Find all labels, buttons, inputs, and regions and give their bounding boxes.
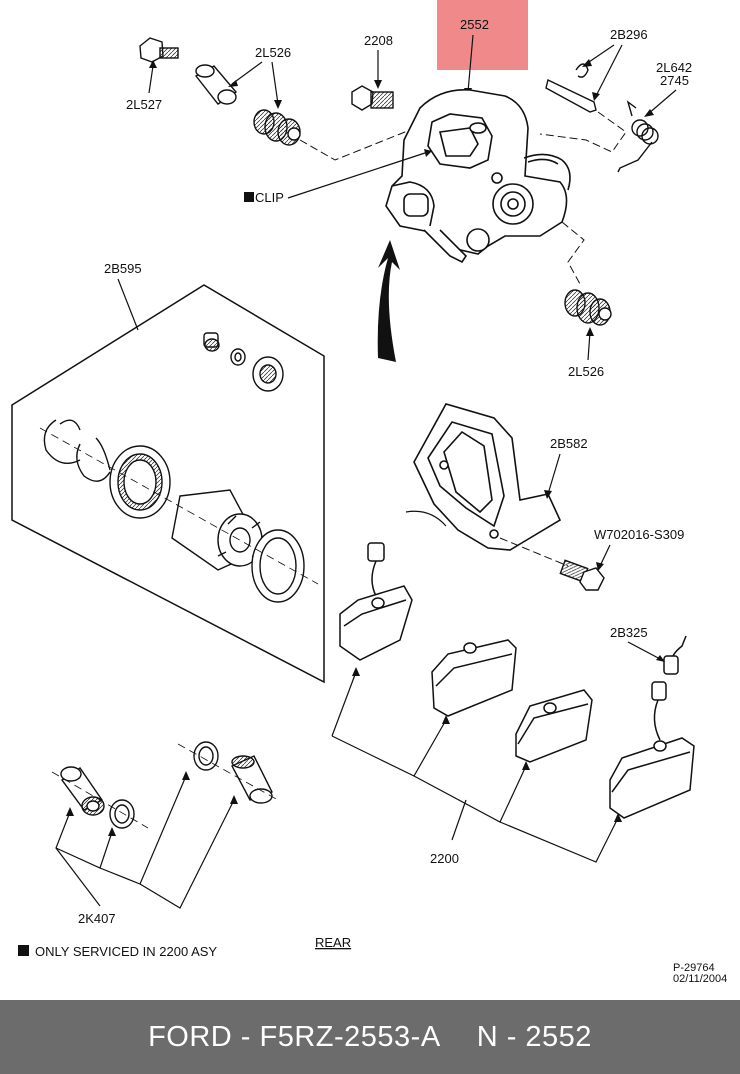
- bushing-sleeve: [194, 64, 238, 105]
- anchor-bracket-2B582: [413, 403, 562, 551]
- leader-lines-2200: [331, 671, 619, 863]
- label-W702016-S309: W702016-S309: [594, 527, 684, 542]
- footer-ref-number: N - 2552: [476, 1020, 592, 1053]
- highlight-box-2552: [437, 0, 528, 70]
- boot-2L526-upper: [253, 109, 301, 146]
- label-2L527: 2L527: [126, 97, 162, 112]
- reference-date: 02/11/2004: [673, 973, 727, 985]
- note-square: [18, 945, 29, 956]
- pad-with-sensor-left: [339, 542, 413, 661]
- bolt-2L527: [139, 37, 179, 63]
- footer-banner: FORD - F5RZ-2553-A N - 2552: [0, 1000, 740, 1074]
- footer-part-number: FORD - F5RZ-2553-A: [148, 1020, 441, 1053]
- pad-middle-right: [515, 689, 593, 763]
- forward-arrow: [377, 240, 400, 362]
- caliper-body-2552: [385, 89, 571, 264]
- label-2208: 2208: [364, 33, 393, 48]
- bolt-W702016-S309: [559, 559, 605, 591]
- brake-caliper-exploded-diagram: 2552 2L527 2L526 2208: [11, 0, 727, 985]
- note-serviced: ONLY SERVICED IN 2200 ASY: [35, 944, 217, 959]
- piston-kit-parts: [43, 419, 305, 603]
- pad-middle-left: [431, 639, 517, 717]
- boot-2L526-lower: [564, 289, 612, 326]
- label-2200: 2200: [430, 851, 459, 866]
- label-2552: 2552: [460, 17, 489, 32]
- leader-lines-2K407: [55, 775, 235, 909]
- label-2B582: 2B582: [550, 436, 588, 451]
- label-2B595: 2B595: [104, 261, 142, 276]
- reference-code: P-29764: [673, 962, 715, 974]
- bleeder-seal-set: [203, 332, 284, 392]
- pad-with-sensor-right: [609, 635, 695, 819]
- note-square-clip: [244, 192, 254, 202]
- label-2L526-upper: 2L526: [255, 45, 291, 60]
- label-2B296: 2B296: [610, 27, 648, 42]
- label-2L526-lower: 2L526: [568, 364, 604, 379]
- label-2745: 2745: [660, 73, 689, 88]
- rear-label: REAR: [315, 935, 351, 950]
- pin-2B296: [545, 63, 597, 113]
- label-2K407: 2K407: [78, 911, 116, 926]
- label-2B325: 2B325: [610, 625, 648, 640]
- piston-seal-set-2K407: [60, 741, 273, 829]
- kit-outline-2B595: [11, 284, 325, 684]
- label-2L642: 2L642: [656, 60, 692, 75]
- bolt-2208: [351, 85, 394, 111]
- label-clip: CLIP: [255, 190, 284, 205]
- spring-2L642: [617, 100, 659, 173]
